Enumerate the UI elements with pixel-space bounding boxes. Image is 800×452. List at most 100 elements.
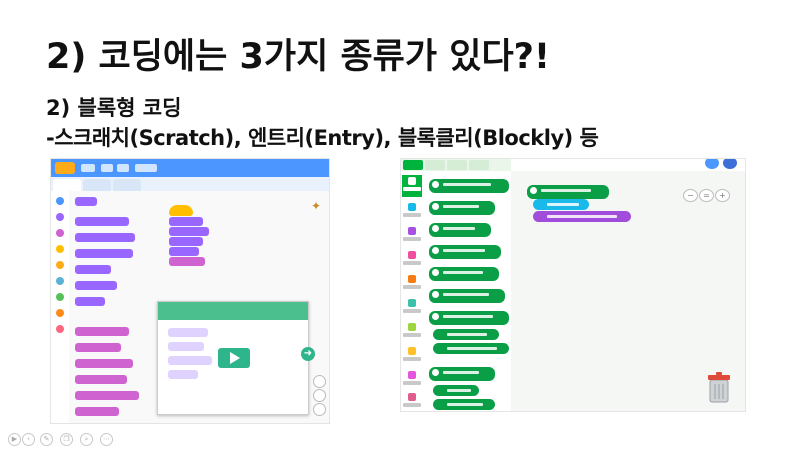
block	[75, 249, 133, 258]
tab-code	[53, 179, 81, 191]
previous-icon[interactable]: ‹	[22, 433, 35, 446]
tab-sounds	[447, 160, 467, 170]
block	[75, 407, 119, 416]
block	[429, 201, 495, 215]
category-move	[402, 225, 422, 247]
block	[168, 370, 198, 379]
more-icon[interactable]: ⋯	[100, 433, 113, 446]
slide-title: 2) 코딩에는 3가지 종류가 있다?!	[46, 37, 550, 77]
block	[75, 281, 117, 290]
block	[533, 211, 631, 222]
zoom-in-icon: +	[715, 189, 730, 202]
menu-item	[101, 164, 113, 172]
block	[169, 227, 209, 236]
block	[75, 359, 133, 368]
zoom-reset-icon	[313, 403, 326, 416]
category-dot	[56, 229, 64, 237]
scratch-logo	[55, 162, 75, 174]
category-judge	[402, 321, 422, 343]
block	[169, 205, 193, 216]
slide-subtitle-examples: -스크래치(Scratch), 엔트리(Entry), 블록클리(Blockly…	[46, 126, 599, 150]
block	[75, 391, 139, 400]
scratch-menu-bar	[51, 159, 329, 177]
category-brush	[402, 273, 422, 295]
block	[75, 233, 135, 242]
block	[169, 247, 199, 256]
chat-icon	[705, 159, 719, 169]
entry-category-list	[401, 171, 424, 411]
entry-code-area: − = +	[511, 171, 745, 411]
block	[75, 265, 111, 274]
cat-sprite-icon: ✦	[311, 199, 322, 213]
entry-block-palette	[423, 171, 512, 411]
category-dot	[56, 261, 64, 269]
tab-sounds	[113, 179, 141, 191]
slide-subtitle-block-coding: 2) 블록형 코딩	[46, 96, 182, 120]
block	[429, 267, 499, 281]
menu-item	[135, 164, 157, 172]
category-dot	[56, 245, 64, 253]
block	[433, 343, 509, 354]
edit-icon[interactable]: ✎	[40, 433, 53, 446]
copy-icon[interactable]: ❐	[60, 433, 73, 446]
zoom-icon[interactable]: ⌕	[80, 433, 93, 446]
globe-icon	[81, 164, 95, 172]
category-sound	[402, 297, 422, 319]
category-dot	[56, 197, 64, 205]
block	[433, 385, 479, 396]
block	[75, 217, 129, 226]
zoom-out-icon: −	[683, 189, 698, 202]
category-dot	[56, 213, 64, 221]
block	[75, 375, 127, 384]
category-start	[402, 175, 422, 197]
scratch-tabs	[51, 177, 329, 191]
block	[168, 328, 208, 337]
scratch-category-list	[51, 191, 70, 423]
play-icon	[218, 348, 250, 368]
play-icon[interactable]: ▶	[8, 433, 21, 446]
scratch-block-palette	[69, 191, 150, 423]
block	[429, 289, 505, 303]
block	[429, 245, 501, 259]
tab-blocks	[403, 160, 423, 170]
block	[169, 257, 205, 266]
category-data	[402, 369, 422, 391]
stage-header	[158, 302, 308, 320]
trash-icon	[708, 372, 730, 403]
scratch-editor-screenshot: ✦ ➜	[50, 158, 330, 424]
category-dot	[56, 277, 64, 285]
next-arrow-icon: ➜	[301, 347, 315, 361]
tab-costumes	[83, 179, 111, 191]
menu-item	[117, 164, 129, 172]
tab-shapes	[425, 160, 445, 170]
block	[75, 327, 129, 336]
block	[527, 185, 609, 199]
category-dot	[56, 325, 64, 333]
block	[168, 356, 212, 365]
block	[169, 237, 203, 246]
block	[429, 367, 495, 381]
category-dot	[56, 293, 64, 301]
zoom-reset-icon: =	[699, 189, 714, 202]
category-func	[402, 391, 422, 411]
tab-properties	[469, 160, 489, 170]
zoom-in-icon	[313, 375, 326, 388]
block	[433, 329, 499, 340]
block	[169, 217, 203, 226]
block	[533, 199, 589, 210]
category-dot	[56, 309, 64, 317]
entry-editor-screenshot: − = +	[400, 158, 746, 412]
block	[433, 399, 495, 410]
block	[429, 179, 509, 193]
category-looks	[402, 249, 422, 271]
entry-tabs	[401, 159, 511, 171]
block	[75, 297, 105, 306]
save-icon	[723, 159, 737, 169]
block	[75, 197, 97, 206]
block	[75, 343, 121, 352]
category-calc	[402, 345, 422, 367]
block	[429, 223, 491, 237]
category-flow	[402, 201, 422, 223]
block	[429, 311, 509, 325]
scratch-stage-popup	[157, 301, 309, 415]
